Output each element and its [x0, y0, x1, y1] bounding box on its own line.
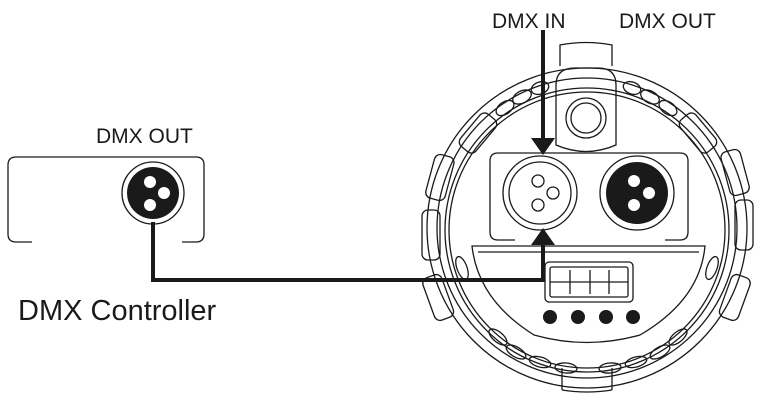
dmx-in-connector: [502, 155, 578, 231]
indicator-dot: [571, 310, 585, 324]
indicator-dot: [626, 310, 640, 324]
indicator-dot: [599, 310, 613, 324]
dmx-out-connector: [606, 162, 668, 224]
fixture-rim-details: [421, 112, 754, 321]
controller-body: [7, 156, 205, 243]
controller-label: DMX Controller: [18, 295, 217, 327]
fixture-dmx-out-label: DMX OUT: [619, 10, 716, 33]
controller-dmx-out-label: DMX OUT: [96, 125, 193, 148]
connector-panel: [489, 152, 689, 241]
fixture-outer-ring: [426, 67, 748, 389]
control-panel: [471, 245, 706, 344]
fixture-top-lug: [555, 67, 617, 153]
controller-dmx-out-connector: [127, 167, 179, 219]
arrow-up-icon: [531, 228, 555, 245]
arrow-down-icon: [531, 138, 555, 155]
dmx-in-label: DMX IN: [492, 10, 566, 33]
dmx-out-connector-ring: [599, 155, 675, 231]
rim-slots: [455, 80, 719, 374]
dmx-cable: [151, 222, 545, 282]
indicator-dot: [543, 310, 557, 324]
